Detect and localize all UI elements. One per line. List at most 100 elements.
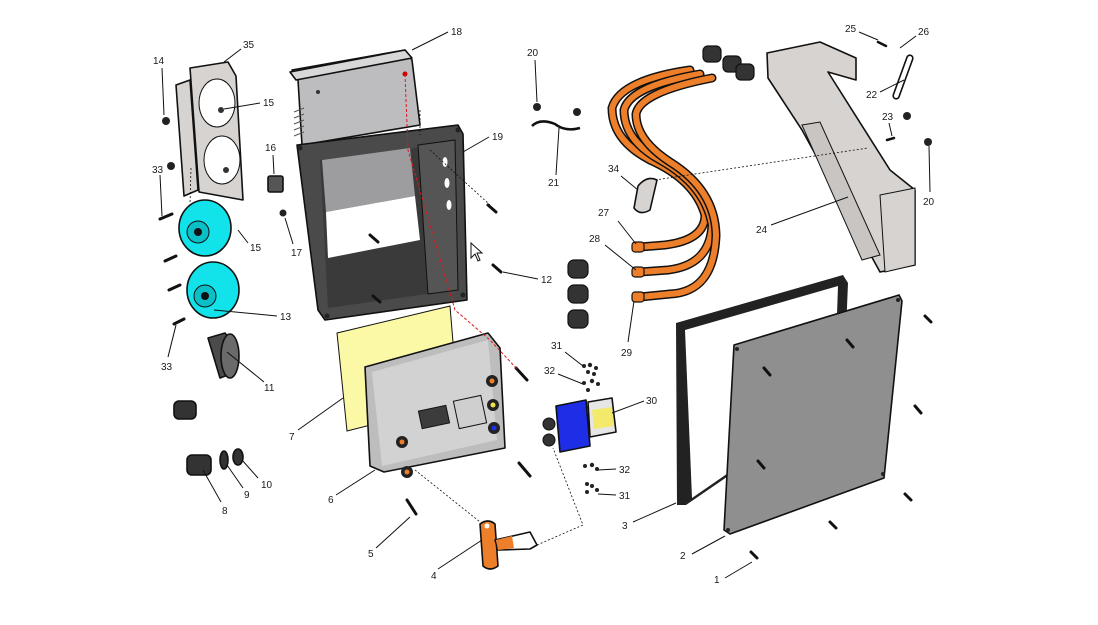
callout-33b: 33 xyxy=(161,324,177,373)
svg-text:26: 26 xyxy=(918,27,930,38)
callout-30: 30 xyxy=(611,396,658,414)
motor-controller xyxy=(364,332,506,478)
heatsink-plate xyxy=(289,49,421,146)
cover-plate xyxy=(723,294,903,535)
callout-12: 12 xyxy=(502,271,553,286)
svg-text:33: 33 xyxy=(152,165,164,176)
callout-31b: 31 xyxy=(597,491,631,502)
svg-text:22: 22 xyxy=(866,90,878,101)
assembly-guides xyxy=(189,73,869,546)
svg-text:32: 32 xyxy=(544,366,556,377)
svg-text:5: 5 xyxy=(368,549,374,560)
cable-cover-bracket xyxy=(766,41,916,273)
callout-3: 3 xyxy=(622,502,677,532)
svg-text:4: 4 xyxy=(431,571,437,582)
callout-18: 18 xyxy=(411,27,463,51)
svg-text:10: 10 xyxy=(261,480,273,491)
callout-15a: 15 xyxy=(223,98,275,110)
cable-glands-mid xyxy=(567,259,589,329)
svg-text:31: 31 xyxy=(551,341,563,352)
svg-text:33: 33 xyxy=(161,362,173,373)
mouse-cursor-icon xyxy=(470,241,484,262)
callout-26: 26 xyxy=(899,27,930,49)
cable-glands-left xyxy=(173,400,244,476)
power-cables xyxy=(607,65,721,302)
callout-33a: 33 xyxy=(152,165,164,217)
svg-text:8: 8 xyxy=(222,506,228,517)
cable-clip xyxy=(531,120,581,131)
cable-lugs xyxy=(631,241,645,303)
callout-4: 4 xyxy=(431,539,483,582)
callout-6: 6 xyxy=(328,469,376,506)
small-nuts xyxy=(162,103,932,217)
callout-31a: 31 xyxy=(551,341,584,367)
callout-9: 9 xyxy=(226,464,250,501)
svg-text:32: 32 xyxy=(619,465,631,476)
callout-11: 11 xyxy=(226,351,275,394)
svg-text:1: 1 xyxy=(714,575,720,586)
cable-glands-top xyxy=(702,45,755,81)
connector-plug xyxy=(267,175,284,193)
svg-text:31: 31 xyxy=(619,491,631,502)
cable-clamp xyxy=(633,177,658,214)
svg-text:15: 15 xyxy=(250,243,262,254)
svg-text:6: 6 xyxy=(328,495,334,506)
callout-21: 21 xyxy=(548,127,560,189)
svg-text:25: 25 xyxy=(845,24,857,35)
misc-screws xyxy=(876,40,896,142)
copper-bus-bar xyxy=(479,520,538,570)
svg-text:12: 12 xyxy=(541,275,553,286)
callout-14: 14 xyxy=(153,56,165,116)
svg-text:20: 20 xyxy=(527,48,539,59)
callout-25: 25 xyxy=(845,24,879,41)
svg-text:20: 20 xyxy=(923,197,935,208)
callout-23: 23 xyxy=(882,112,894,137)
svg-text:29: 29 xyxy=(621,348,633,359)
callout-22: 22 xyxy=(866,79,905,101)
callout-10: 10 xyxy=(241,459,273,491)
enclosure-bolts xyxy=(368,203,532,516)
callout-34: 34 xyxy=(608,164,639,191)
svg-text:11: 11 xyxy=(264,383,275,394)
callout-35: 35 xyxy=(223,40,255,63)
fan-shroud xyxy=(207,332,240,379)
callout-labels: 1 2 3 4 5 6 7 8 9 10 11 12 13 14 15 15 1… xyxy=(152,24,935,586)
svg-text:7: 7 xyxy=(289,432,295,443)
callout-7: 7 xyxy=(289,397,344,443)
callout-32a: 32 xyxy=(544,366,584,385)
svg-text:14: 14 xyxy=(153,56,165,67)
main-contactor xyxy=(542,397,617,453)
callout-5: 5 xyxy=(368,516,411,560)
callout-27: 27 xyxy=(598,208,637,245)
svg-text:9: 9 xyxy=(244,490,250,501)
callout-17: 17 xyxy=(284,217,303,259)
callout-16: 16 xyxy=(265,143,277,175)
cooling-fan-upper xyxy=(178,199,232,257)
svg-text:15: 15 xyxy=(263,98,275,109)
svg-text:19: 19 xyxy=(492,132,504,143)
svg-text:18: 18 xyxy=(451,27,463,38)
svg-text:23: 23 xyxy=(882,112,894,123)
callout-20b: 20 xyxy=(923,145,935,208)
enclosure-frame xyxy=(296,124,468,321)
callout-20a: 20 xyxy=(527,48,539,103)
callout-19: 19 xyxy=(462,132,504,153)
callout-29: 29 xyxy=(621,300,635,359)
svg-text:35: 35 xyxy=(243,40,255,51)
svg-text:13: 13 xyxy=(280,312,292,323)
svg-text:2: 2 xyxy=(680,551,686,562)
svg-text:3: 3 xyxy=(622,521,628,532)
callout-8: 8 xyxy=(202,469,228,517)
link-strap xyxy=(892,54,914,100)
svg-text:24: 24 xyxy=(756,225,768,236)
callout-15b: 15 xyxy=(237,229,262,254)
callout-28: 28 xyxy=(589,234,637,271)
svg-text:21: 21 xyxy=(548,178,560,189)
callout-1: 1 xyxy=(714,561,753,586)
svg-text:16: 16 xyxy=(265,143,277,154)
callout-13: 13 xyxy=(213,309,292,323)
svg-text:34: 34 xyxy=(608,164,620,175)
fan-mounting-bracket xyxy=(175,61,244,201)
callout-2: 2 xyxy=(680,535,726,562)
